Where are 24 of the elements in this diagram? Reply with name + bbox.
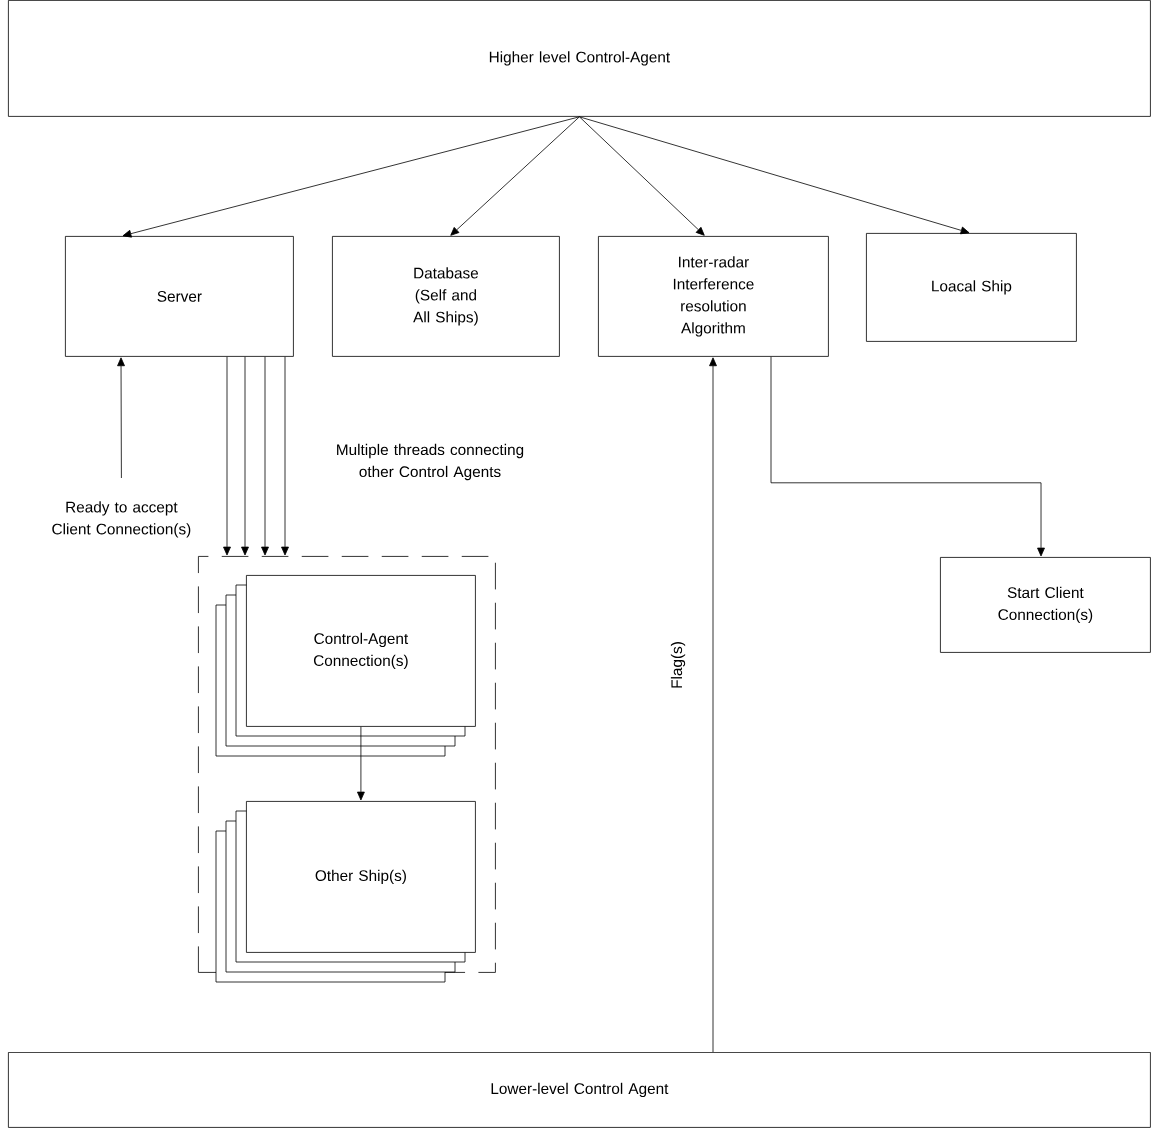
note-text: Multiple threads connecting other Control Agents xyxy=(337,443,524,481)
process-box: Inter-radar Interference resolution Algorithm xyxy=(598,236,829,357)
arrow xyxy=(709,357,717,1053)
arrow xyxy=(261,356,269,556)
arrow xyxy=(223,356,231,556)
note-text: Ready to accept Client Connection(s) xyxy=(52,501,191,538)
arrow xyxy=(117,357,125,479)
stacked-box: Other Ship(s) xyxy=(215,801,476,983)
process-box: Higher level Control-Agent xyxy=(8,0,1151,117)
process-box: Database (Self and All Ships) xyxy=(332,236,560,357)
arrow xyxy=(579,116,705,236)
process-box: Start Client Connection(s) xyxy=(940,557,1151,653)
arrow xyxy=(450,116,580,236)
arrow xyxy=(579,116,970,235)
process-box: Lower-level Control Agent xyxy=(8,1052,1151,1128)
arrow xyxy=(770,356,1045,557)
edge-label: Flag(s) xyxy=(670,642,686,688)
arrow xyxy=(122,116,580,238)
arrow xyxy=(281,356,289,556)
process-box: Loacal Ship xyxy=(866,233,1077,342)
stacked-box: Control-Agent Connection(s) xyxy=(215,575,476,757)
arrow xyxy=(241,356,249,556)
arrow xyxy=(357,726,365,801)
process-box: Server xyxy=(65,236,294,357)
